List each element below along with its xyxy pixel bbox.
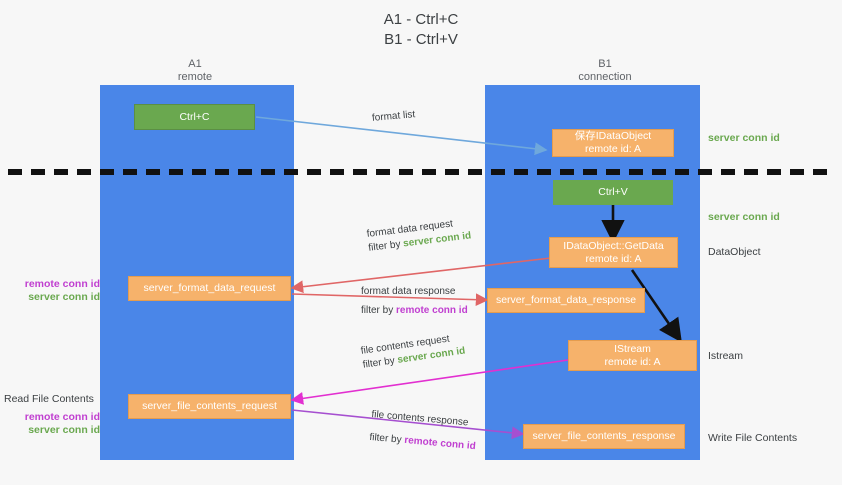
left-label-group-2-remote: remote conn id: [24, 411, 100, 423]
edge-label-file-contents-response-line1: file contents response: [370, 408, 469, 429]
node-ctrl-c[interactable]: Ctrl+C: [134, 104, 255, 130]
left-label-group-1: remote conn id server conn id: [8, 278, 100, 304]
edge-label-format-data-response: format data response filter by remote co…: [361, 285, 468, 318]
column-header-a1-sub: remote: [177, 71, 213, 83]
fdres-prefix: filter by: [361, 305, 397, 316]
node-idataobject-getdata[interactable]: IDataObject::GetData remote id: A: [549, 237, 678, 268]
right-label-data-object: DataObject: [708, 246, 761, 258]
edge-label-format-data-request: format data request filter by server con…: [366, 215, 472, 255]
node-save-idataobject-line2: remote id: A: [584, 143, 642, 155]
left-label-group-2-server: server conn id: [28, 424, 100, 436]
edge-label-format-data-response-filter: filter by remote conn id: [361, 304, 468, 318]
edge-label-file-contents-response: file contents response filter by remote …: [369, 408, 479, 454]
right-label-server-conn-mid: server conn id: [708, 211, 780, 223]
fdres-value: remote conn id: [396, 305, 468, 316]
node-server-file-contents-response-label: server_file_contents_response: [532, 430, 676, 442]
node-ctrl-c-label: Ctrl+C: [179, 110, 210, 123]
node-istream[interactable]: IStream remote id: A: [568, 340, 697, 371]
node-server-format-data-request[interactable]: server_format_data_request: [128, 276, 291, 301]
node-save-idataobject-line1: 保存IDataObject: [574, 130, 652, 142]
node-idataobject-getdata-line2: remote id: A: [585, 252, 642, 265]
fcres-prefix: filter by: [368, 431, 405, 446]
fdreq-prefix: filter by: [367, 238, 404, 254]
right-label-istream: Istream: [708, 350, 744, 362]
node-ctrl-v[interactable]: Ctrl+V: [553, 180, 673, 205]
node-save-idataobject[interactable]: 保存IDataObject remote id: A: [552, 129, 674, 157]
node-server-format-data-response[interactable]: server_format_data_response: [487, 288, 645, 313]
right-label-server-conn-top: server conn id: [708, 132, 780, 144]
fcreq-prefix: filter by: [362, 354, 399, 371]
fcres-value: remote conn id: [403, 434, 477, 453]
node-ctrl-v-label: Ctrl+V: [598, 186, 628, 198]
title-line-2: B1 - Ctrl+V: [384, 31, 458, 48]
node-istream-line1: IStream: [614, 342, 651, 355]
column-header-b1-name: B1: [598, 58, 612, 70]
title-line-1: A1 - Ctrl+C: [383, 11, 459, 28]
node-server-file-contents-response[interactable]: server_file_contents_response: [523, 424, 685, 449]
column-header-a1-name: A1: [188, 58, 202, 70]
node-server-format-data-response-label: server_format_data_response: [495, 294, 637, 306]
edge-label-file-contents-response-filter: filter by remote conn id: [369, 431, 477, 454]
node-server-file-contents-request[interactable]: server_file_contents_request: [128, 394, 291, 419]
left-label-group-1-server: server conn id: [28, 291, 100, 303]
left-label-group-2: remote conn id server conn id: [8, 411, 100, 437]
node-istream-line2: remote id: A: [604, 355, 661, 368]
left-label-read-file-contents: Read File Contents: [4, 393, 94, 405]
page-title: A1 - Ctrl+C B1 - Ctrl+V: [0, 10, 842, 50]
edge-label-format-data-response-line1: format data response: [361, 286, 456, 297]
right-label-write-file-contents: Write File Contents: [708, 432, 798, 444]
edge-label-format-list: format list: [371, 108, 416, 126]
edge-label-file-contents-request: file contents request filter by server c…: [360, 331, 466, 373]
node-server-file-contents-request-label: server_file_contents_request: [142, 400, 277, 412]
column-header-b1: B1 connection: [545, 58, 665, 84]
column-header-b1-sub: connection: [578, 71, 632, 83]
left-label-group-1-remote: remote conn id: [24, 278, 100, 290]
node-server-format-data-request-label: server_format_data_request: [143, 282, 276, 294]
edge-label-format-list-text: format list: [371, 109, 416, 124]
node-idataobject-getdata-line1: IDataObject::GetData: [563, 239, 664, 252]
column-header-a1: A1 remote: [135, 58, 255, 84]
